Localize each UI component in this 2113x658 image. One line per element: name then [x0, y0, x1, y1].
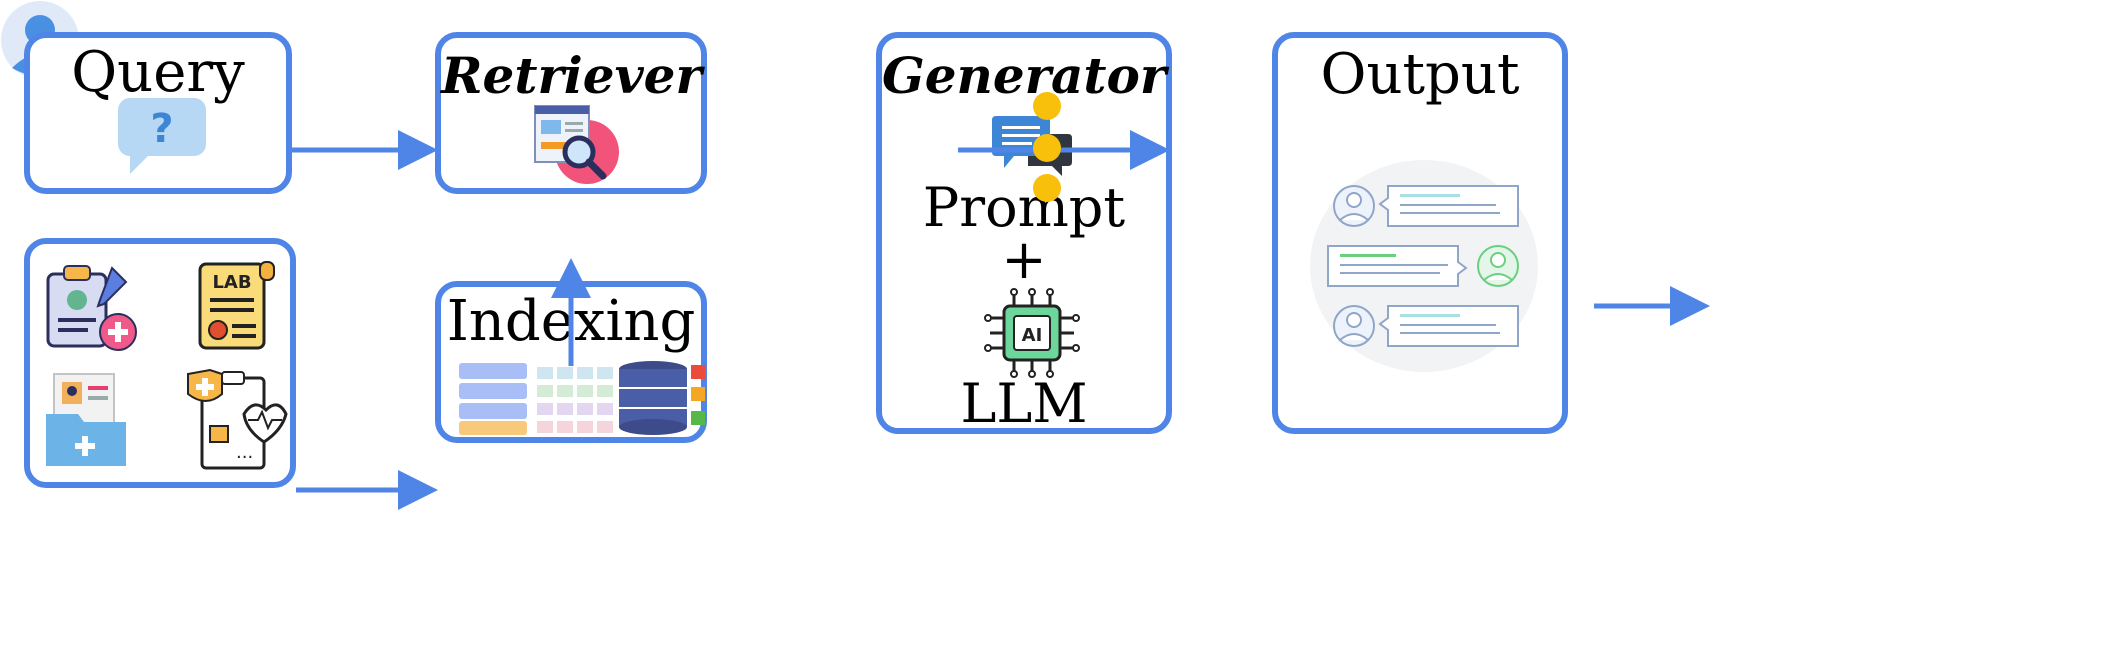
- ai-chip-label: AI: [1022, 325, 1043, 346]
- generator-box: Generator Prompt + AI: [876, 32, 1172, 435]
- output-label: Output: [1320, 42, 1520, 107]
- question-bubble-icon: ?: [118, 98, 206, 174]
- svg-text:...: ...: [236, 442, 253, 463]
- output-box: Output: [1272, 32, 1568, 434]
- plus-sign: +: [1001, 228, 1047, 291]
- lab-label: LAB: [212, 272, 251, 293]
- retriever-box: Retriever: [435, 32, 707, 194]
- search-document-icon: [534, 105, 619, 184]
- llm-label: LLM: [960, 372, 1088, 435]
- lab-report-icon: LAB: [198, 261, 275, 350]
- retrieved-items-ellipsis: [1033, 92, 1061, 202]
- chat-conversation-icon: [1310, 160, 1538, 372]
- generator-label: Generator: [882, 46, 1167, 105]
- ai-chip-icon: AI: [984, 288, 1080, 378]
- prompt-label: Prompt: [922, 176, 1126, 239]
- query-box: Query ?: [24, 32, 292, 194]
- medical-clipboard-icon: [46, 265, 137, 351]
- svg-text:?: ?: [150, 106, 173, 152]
- indexing-box: Indexing: [435, 281, 707, 443]
- patient-folder-icon: [46, 373, 126, 466]
- query-label: Query: [71, 40, 245, 105]
- documents-box: LAB ...: [24, 238, 296, 488]
- data-blocks-icon: [459, 361, 705, 435]
- retriever-label: Retriever: [441, 46, 702, 105]
- health-report-icon: ...: [187, 368, 288, 470]
